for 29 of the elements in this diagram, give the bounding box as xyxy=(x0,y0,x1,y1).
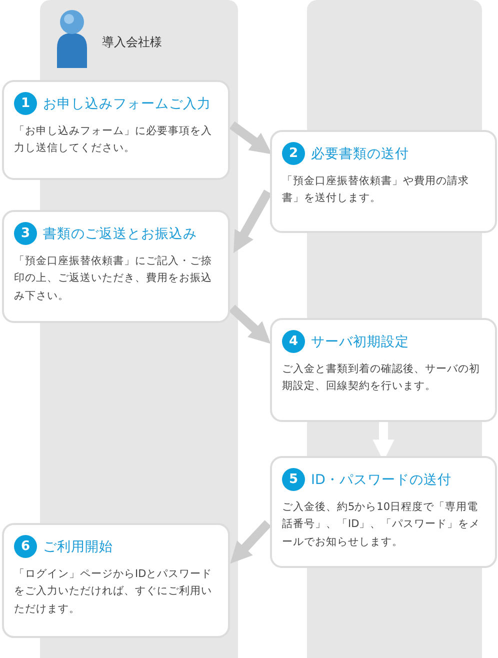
step-description: ご入金と書類到着の確認後、サーバの初期設定、回線契約を行います。 xyxy=(282,362,481,394)
step-number: 2 xyxy=(282,142,305,165)
step-title: 書類のご返送とお振込み xyxy=(43,224,197,242)
step-card xyxy=(270,456,497,568)
step-title: 必要書類の送付 xyxy=(311,144,409,162)
step-title: サーバ初期設定 xyxy=(311,332,409,350)
step-description: 「預金口座振替依頼書」や費用の請求書」を送付します。 xyxy=(282,174,470,206)
step-number: 3 xyxy=(14,222,37,245)
flow-arrow xyxy=(230,520,272,564)
flow-arrow xyxy=(234,190,272,254)
step-title: ID・パスワードの送付 xyxy=(311,470,452,488)
step-number: 1 xyxy=(14,92,37,115)
step-card xyxy=(270,130,497,233)
step-number: 4 xyxy=(282,330,305,353)
step-card xyxy=(2,523,230,638)
step-description: 「預金口座振替依頼書」にご記入・ご捺印の上、ご返送いただき、費用をお振込み下さい。 xyxy=(14,254,213,304)
step-description: 「お申し込みフォーム」に必要事項を入力し送信してください。 xyxy=(14,124,213,156)
flow-arrow xyxy=(229,121,272,154)
step-number: 6 xyxy=(14,535,37,558)
step-card xyxy=(2,80,230,180)
step-number: 5 xyxy=(282,468,305,491)
step-title: お申し込みフォームご入力 xyxy=(43,94,211,112)
step-description: ご入金後、約5から10日程度で「専用電話番号」、「ID」、「パスワード」をメールでお知らせします。 xyxy=(282,500,482,550)
lane-heading: 導入会社様 xyxy=(102,34,162,51)
flow-arrow xyxy=(228,304,271,344)
step-title: ご利用開始 xyxy=(43,538,113,556)
step-card xyxy=(270,318,497,422)
step-description: 「ログイン」ページからIDとパスワードをご入力いただければ、すぐにご利用いただけます。 xyxy=(14,567,214,617)
step-card xyxy=(2,210,230,323)
